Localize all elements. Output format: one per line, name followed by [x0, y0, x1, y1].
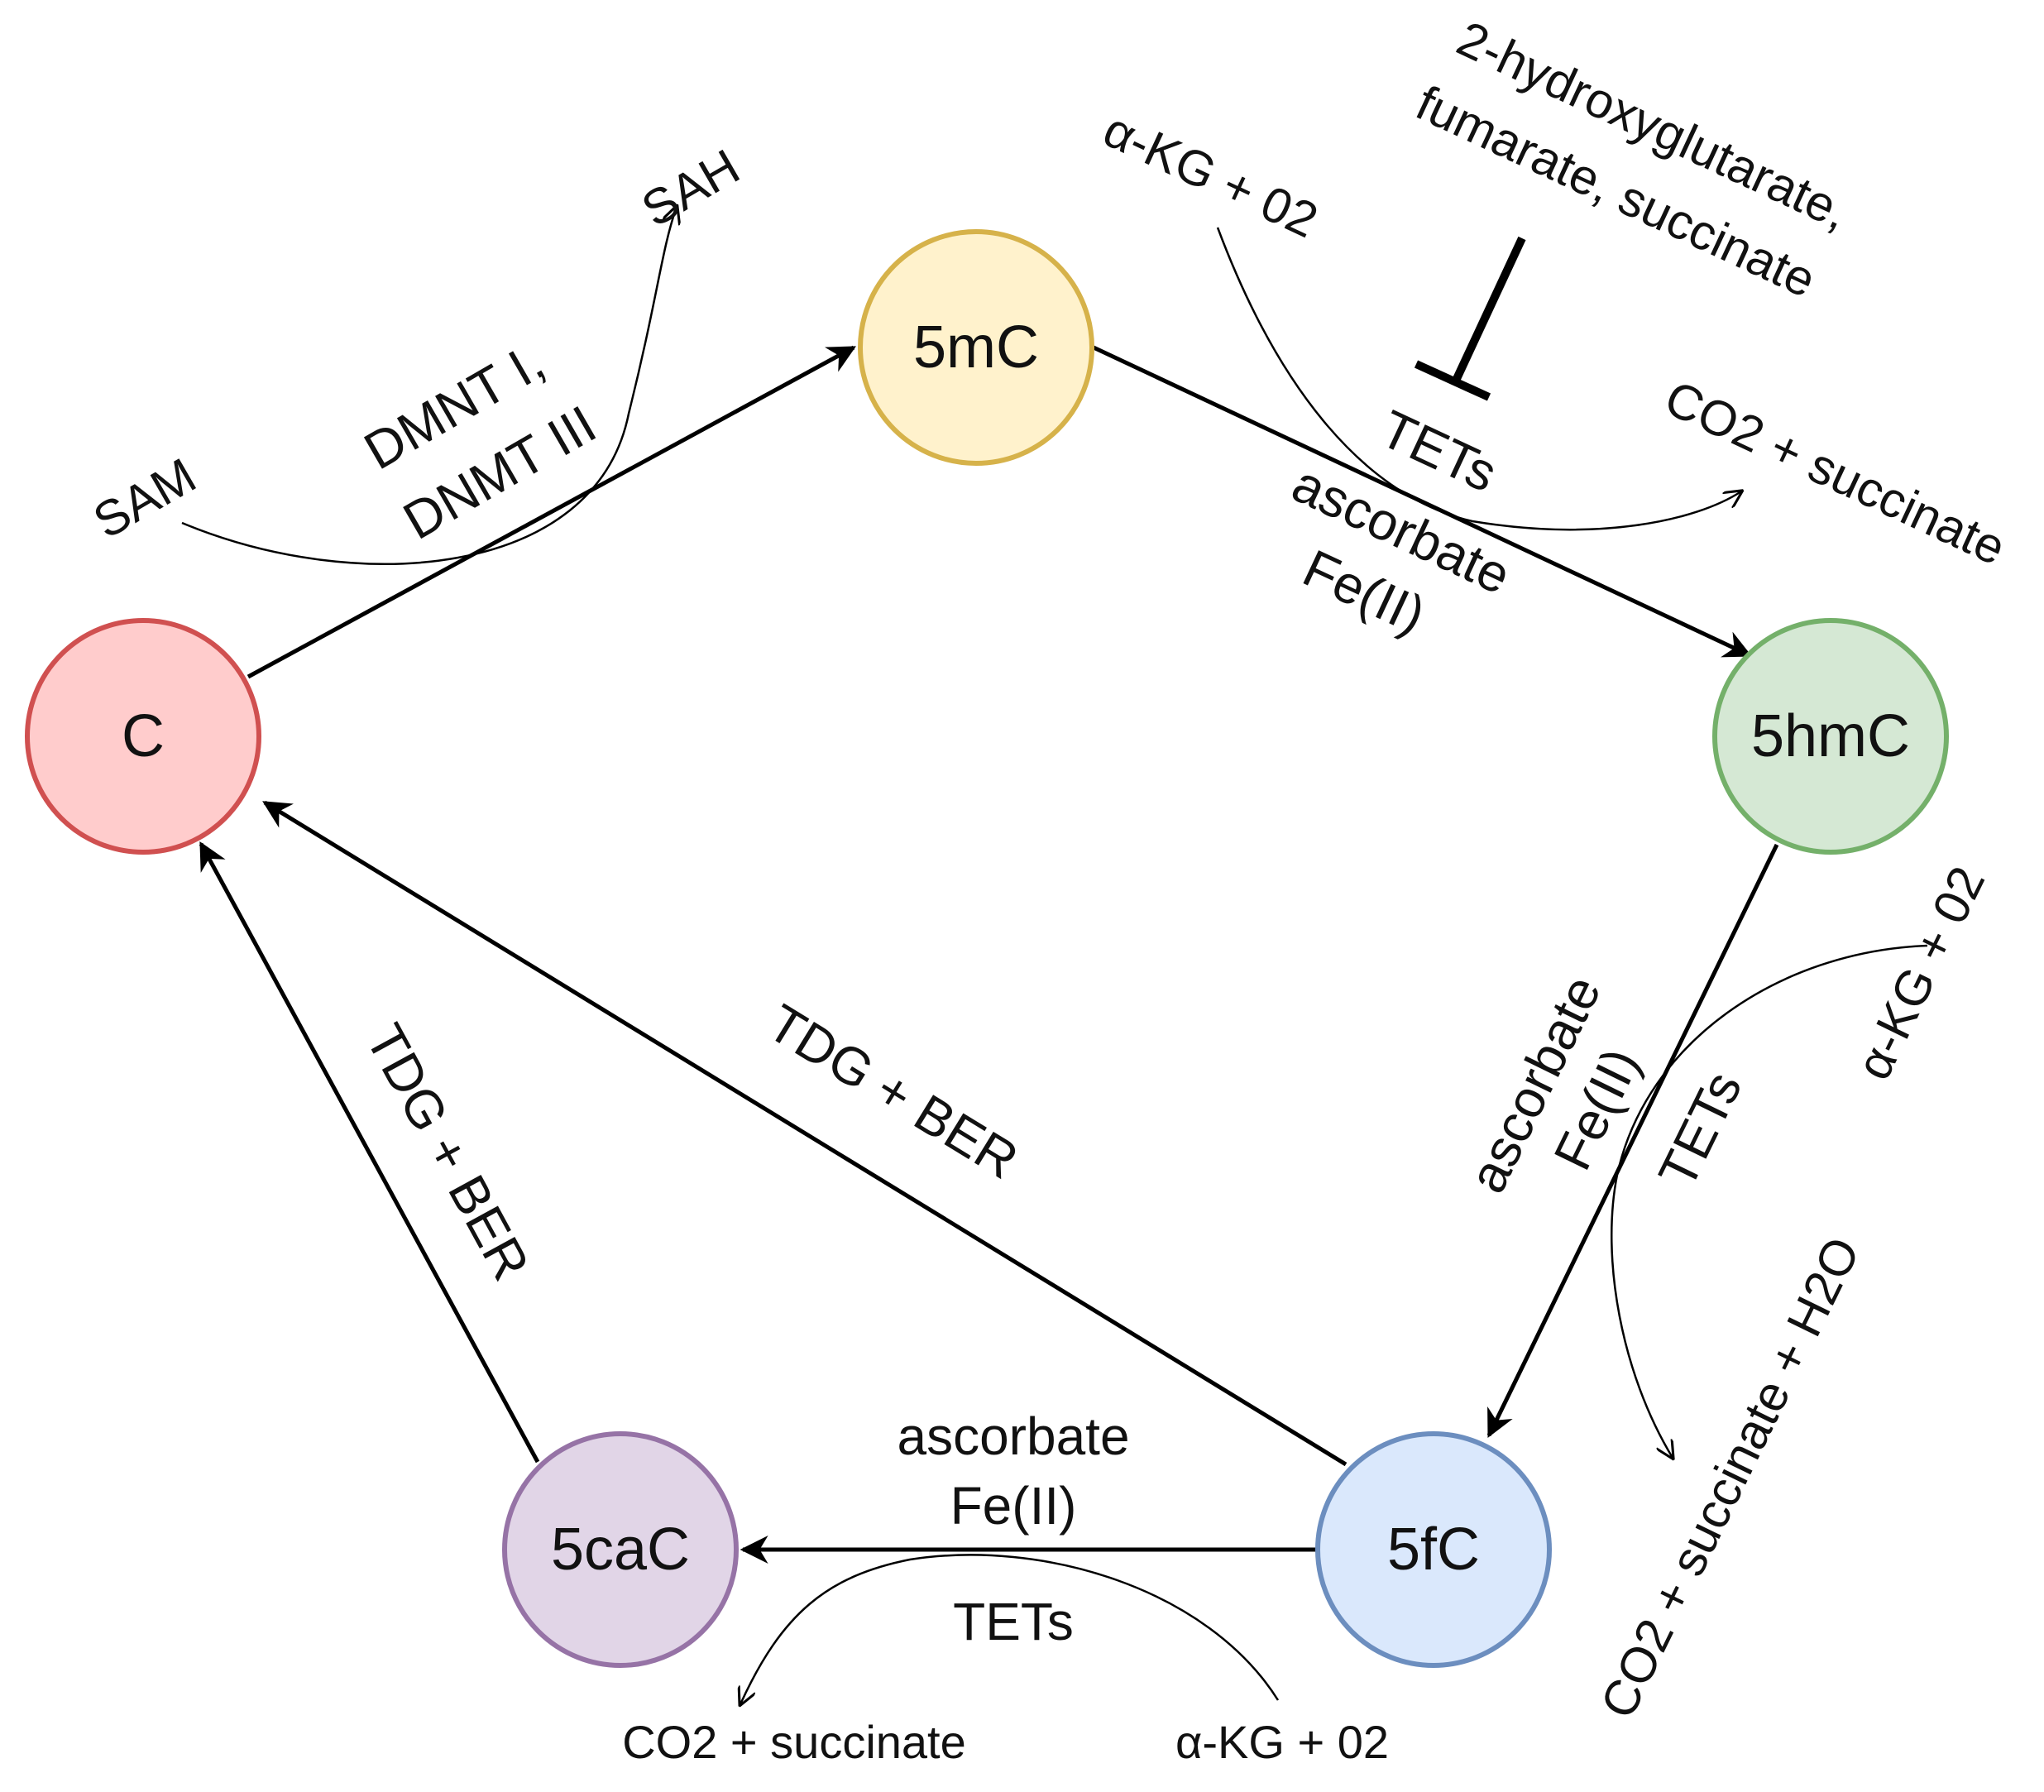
node-5cac-border [502, 1431, 739, 1668]
label-tdg-left: TDG + BER [354, 1014, 541, 1290]
curve-akg-to-co2-right [1611, 944, 1928, 1458]
label-tets-bottom: TETs [953, 1592, 1074, 1651]
arrow-5hmc-to-5fc [1486, 843, 1779, 1439]
label-akg-right: α-KG + 02 [1845, 858, 1995, 1088]
label-co2-right: CO2 + succinate + H2O [1590, 1229, 1870, 1727]
node-5hmc-label: 5hmC [1751, 703, 1910, 769]
label-sah: SAH [633, 138, 749, 237]
node-5cac-circle [505, 1434, 736, 1665]
node-5fc[interactable]: 5fC [1315, 1431, 1552, 1668]
label-co2-top: CO2 + succinate [1657, 370, 2014, 576]
node-5hmc[interactable]: 5hmC [1712, 618, 1949, 855]
node-5cac[interactable]: 5caC [502, 1431, 739, 1668]
node-c[interactable]: C [25, 618, 261, 855]
node-5hmc-circle [1715, 620, 1946, 852]
node-5cac-label: 5caC [551, 1516, 690, 1583]
node-5mc[interactable]: 5mC [858, 229, 1094, 466]
node-5fc-border [1315, 1431, 1552, 1668]
node-c-label: C [122, 703, 165, 769]
label-fe-bottom: Fe(II) [950, 1476, 1077, 1536]
node-5mc-border [858, 229, 1094, 466]
label-akg-top: α-KG + 02 [1095, 102, 1326, 249]
node-5fc-label: 5fC [1387, 1516, 1480, 1583]
curve-sam-to-sah [181, 207, 677, 565]
inhibition-bar [1414, 360, 1491, 401]
label-ascorbate-bottom: ascorbate [897, 1406, 1129, 1466]
arrow-5fc-to-c [262, 800, 1348, 1467]
node-c-circle [27, 620, 259, 852]
label-tdg-mid: TDG + BER [758, 993, 1028, 1191]
arrow-5cac-to-c [199, 841, 540, 1464]
node-5mc-circle [860, 232, 1092, 463]
curve-akg-to-co2-bottom [740, 1554, 1280, 1704]
curve-akg-to-co2-top [1216, 227, 1741, 531]
arrow-5mc-to-5hmc [1092, 345, 1753, 658]
node-c-border [25, 618, 261, 855]
inhibition-line [1452, 236, 1526, 383]
label-akg-bottom: α-KG + 02 [1175, 1716, 1389, 1768]
label-co2-bottom: CO2 + succinate [622, 1716, 966, 1768]
label-sam: SAM [84, 448, 205, 549]
node-5fc-circle [1318, 1434, 1549, 1665]
node-5mc-label: 5mC [913, 314, 1039, 381]
arrow-c-to-5mc [247, 345, 856, 679]
node-5hmc-border [1712, 618, 1949, 855]
